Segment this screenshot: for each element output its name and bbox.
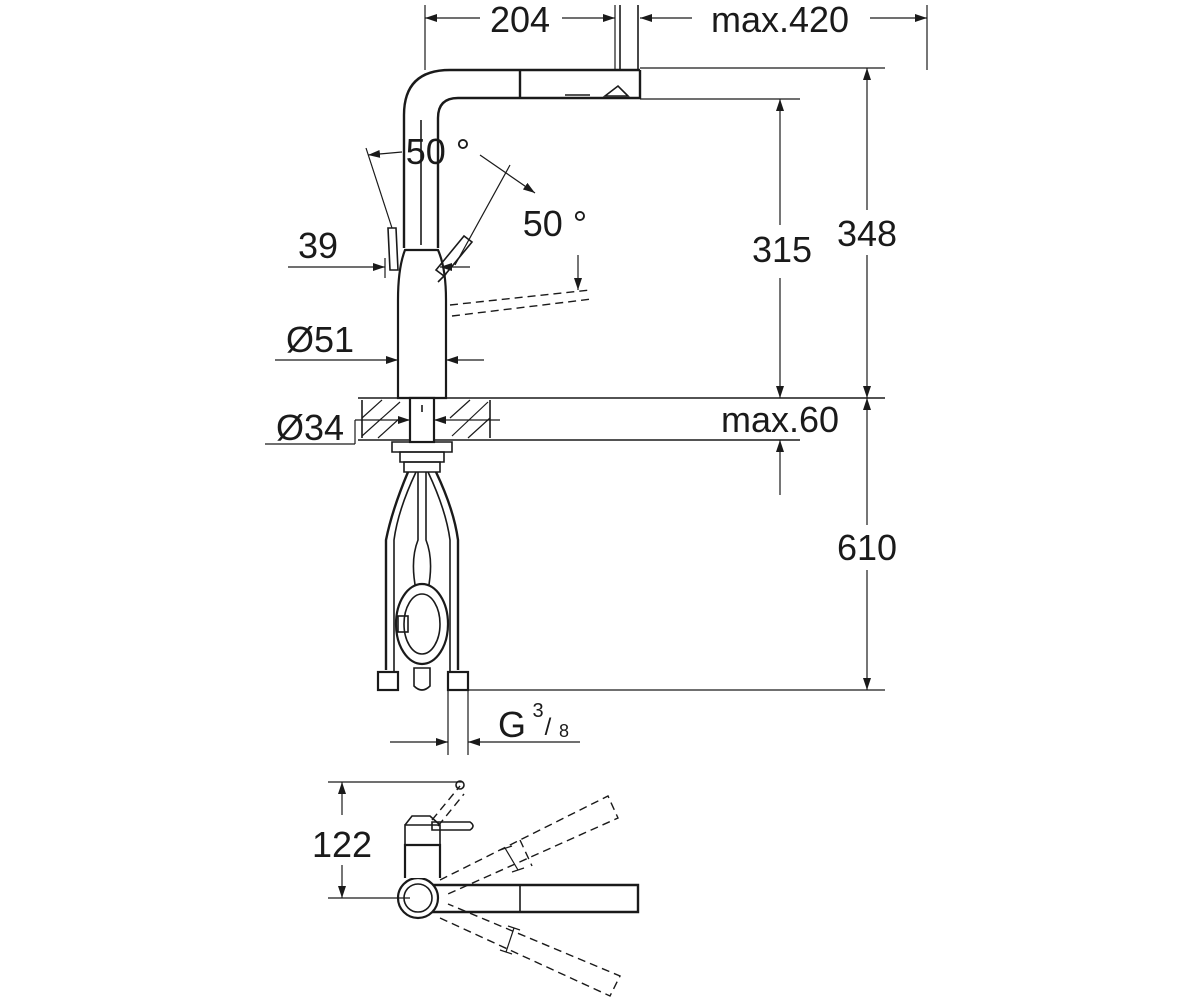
dim-spout-reach: 204 bbox=[424, 0, 616, 70]
dim-label-610: 610 bbox=[837, 527, 897, 568]
dim-lever-offset: 39 bbox=[288, 225, 470, 278]
supply-hoses bbox=[376, 471, 470, 692]
swivel-angle-left: 50 ° bbox=[365, 131, 470, 229]
dim-base-diameter: Ø51 bbox=[275, 319, 484, 364]
dim-top-depth: 122 bbox=[312, 781, 462, 899]
dim-label-thread-num: 3 bbox=[532, 700, 543, 722]
dim-label-50-right: 50 ° bbox=[523, 203, 587, 244]
dim-label-315: 315 bbox=[752, 229, 812, 270]
hose-weight bbox=[394, 582, 450, 666]
faucet-body bbox=[387, 227, 474, 400]
dim-label-d51: Ø51 bbox=[286, 319, 354, 360]
dim-label-thread-g: G bbox=[498, 704, 526, 745]
dim-label-122: 122 bbox=[312, 824, 372, 865]
dim-label-204: 204 bbox=[490, 0, 550, 40]
dim-label-d34: Ø34 bbox=[276, 407, 344, 448]
mounting-shank bbox=[391, 396, 453, 473]
dim-label-max420: max.420 bbox=[711, 0, 849, 40]
dim-spout-height: 315 bbox=[752, 99, 812, 398]
faucet-spout bbox=[402, 5, 642, 248]
dim-label-thread-den: 8 bbox=[559, 721, 569, 741]
dim-counter-thickness: max.60 bbox=[721, 399, 839, 495]
dim-total-height: 348 bbox=[837, 68, 897, 398]
dim-max-height-top: max.420 bbox=[640, 0, 928, 70]
dim-label-50-left: 50 ° bbox=[406, 131, 470, 172]
dim-hose-length: 610 bbox=[465, 398, 897, 691]
pullout-hose bbox=[449, 255, 593, 317]
swivel-angle-right: 50 ° bbox=[454, 154, 587, 266]
top-view bbox=[396, 780, 640, 997]
dim-label-348: 348 bbox=[837, 213, 897, 254]
dim-hole-diameter: Ø34 bbox=[265, 407, 500, 448]
dim-thread: G 3 / 8 bbox=[390, 690, 580, 755]
dim-label-max60: max.60 bbox=[721, 399, 839, 440]
dim-label-39: 39 bbox=[298, 225, 338, 266]
svg-text:/: / bbox=[545, 714, 552, 741]
